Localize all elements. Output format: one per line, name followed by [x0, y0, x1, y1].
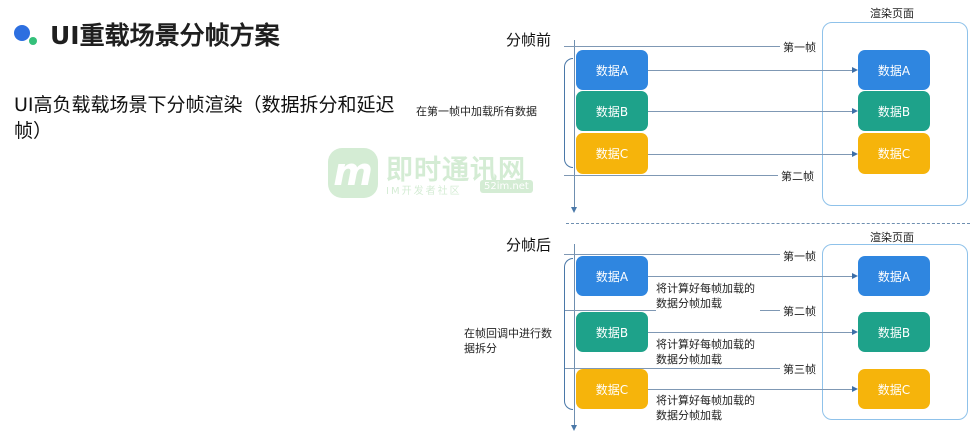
after-frame-line-1 [564, 254, 780, 255]
before-arrow-head-c-icon [852, 151, 858, 157]
blue-dot-icon [14, 25, 30, 41]
watermark-tagline: IM开发者社区 [386, 186, 462, 197]
after-load-note-2: 将计算好每帧加载的数据分帧加载 [656, 337, 760, 367]
page-title: UI重载场景分帧方案 [50, 21, 280, 50]
after-split-note: 在帧回调中进行数据拆分 [464, 327, 552, 355]
before-frame-line-2 [564, 175, 778, 176]
before-target-box-a: 数据A [858, 50, 930, 90]
watermark-logo-icon: m [328, 148, 378, 198]
after-load-note-1: 将计算好每帧加载的数据分帧加载 [656, 281, 760, 311]
before-load-bracket [564, 58, 573, 168]
before-timeline-axis [574, 40, 575, 208]
before-frame-label-1: 第一帧 [783, 41, 816, 54]
after-section-label: 分帧后 [506, 236, 552, 254]
after-source-box-a: 数据A [576, 256, 648, 296]
green-dot-icon [29, 37, 37, 45]
watermark-logo: m 即时通讯网 IM开发者社区 52im.net [328, 148, 538, 202]
before-arrow-head-b-icon [852, 108, 858, 114]
before-source-box-b: 数据B [576, 91, 648, 131]
before-source-box-c: 数据C [576, 133, 648, 174]
before-arrow-line-b [648, 111, 852, 112]
after-page-label: 渲染页面 [870, 231, 914, 244]
before-target-box-c: 数据C [858, 133, 930, 174]
before-target-box-b: 数据B [858, 91, 930, 131]
after-target-box-b: 数据B [858, 312, 930, 352]
after-timeline-arrow-icon [571, 425, 577, 431]
before-source-box-a: 数据A [576, 50, 648, 90]
after-source-box-c: 数据C [576, 369, 648, 409]
after-arrow-head-c-icon [852, 386, 858, 392]
before-timeline-arrow-icon [571, 207, 577, 213]
before-page-label: 渲染页面 [870, 7, 914, 20]
watermark-domain: 52im.net [480, 180, 533, 193]
watermark-name: 即时通讯网 [386, 155, 526, 186]
after-split-bracket [564, 258, 573, 410]
after-arrow-line-c [648, 389, 852, 390]
after-frame-label-3: 第三帧 [783, 363, 816, 376]
section-divider [566, 223, 970, 224]
before-arrow-line-c [648, 154, 852, 155]
after-target-box-a: 数据A [858, 256, 930, 296]
after-load-note-3: 将计算好每帧加载的数据分帧加载 [656, 393, 760, 423]
after-source-box-b: 数据B [576, 312, 648, 352]
after-arrow-head-a-icon [852, 273, 858, 279]
after-arrow-head-b-icon [852, 329, 858, 335]
after-frame-label-2: 第二帧 [783, 305, 816, 318]
after-target-box-c: 数据C [858, 369, 930, 409]
after-arrow-line-a [648, 276, 852, 277]
before-arrow-head-a-icon [852, 67, 858, 73]
after-timeline-axis [574, 244, 575, 426]
before-frame-label-2: 第二帧 [781, 170, 814, 183]
after-frame-label-1: 第一帧 [783, 250, 816, 263]
before-load-note: 在第一帧中加载所有数据 [416, 105, 537, 118]
after-arrow-line-b [648, 332, 852, 333]
before-frame-line-1 [564, 46, 780, 47]
after-frame-line-3 [564, 368, 780, 369]
before-section-label: 分帧前 [506, 31, 552, 49]
before-arrow-line-a [648, 70, 852, 71]
page-subtitle: UI高负载载场景下分帧渲染（数据拆分和延迟帧） [14, 94, 395, 142]
before-render-page-frame [822, 22, 968, 206]
